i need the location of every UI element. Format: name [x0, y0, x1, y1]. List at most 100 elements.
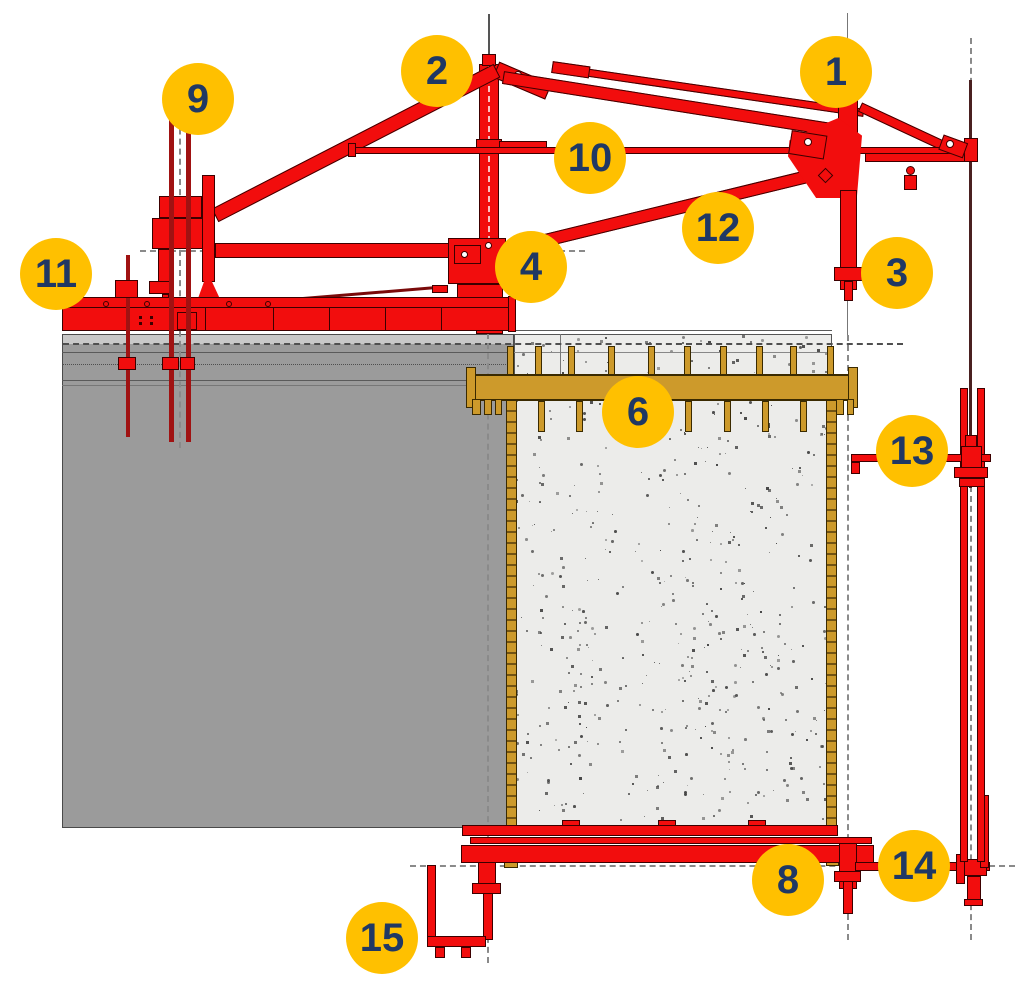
concrete-speckle [656, 786, 659, 789]
concrete-speckle [541, 483, 545, 487]
concrete-speckle [607, 362, 609, 364]
concrete-speckle [698, 707, 701, 710]
concrete-speckle [692, 585, 695, 588]
concrete-speckle [649, 342, 651, 344]
concrete-speckle [766, 769, 769, 772]
concrete-speckle [747, 614, 749, 616]
concrete-speckle [791, 733, 795, 737]
concrete-speckle [712, 411, 715, 414]
concrete-speckle [605, 626, 608, 629]
concrete-speckle [583, 412, 587, 416]
concrete-speckle [734, 664, 738, 668]
concrete-speckle [730, 532, 732, 534]
wall-joint-line [62, 385, 514, 386]
wall-joint-line [62, 352, 514, 353]
concrete-speckle [792, 767, 796, 771]
concrete-speckle [799, 346, 802, 349]
concrete-speckle [741, 598, 744, 601]
concrete-speckle [661, 711, 664, 714]
concrete-speckle [684, 432, 686, 434]
formwork-stud [568, 346, 575, 375]
concrete-speckle [720, 753, 723, 756]
concrete-speckle [592, 522, 594, 524]
concrete-speckle [707, 447, 708, 448]
concrete-speckle [658, 775, 660, 777]
concrete-speckle [609, 551, 612, 554]
concrete-speckle [565, 803, 567, 805]
concrete-speckle [594, 714, 597, 717]
concrete-speckle [669, 507, 671, 509]
concrete-speckle [750, 341, 753, 344]
concrete-speckle [767, 730, 770, 733]
formwork-stud [685, 401, 692, 432]
concrete-speckle [742, 595, 745, 598]
concrete-speckle [706, 671, 709, 674]
concrete-speckle [531, 550, 534, 553]
concrete-speckle [786, 784, 790, 788]
concrete-speckle [539, 501, 541, 503]
concrete-speckle [533, 453, 537, 457]
concrete-speckle [599, 668, 603, 672]
concrete-speckle [554, 805, 556, 807]
concrete-speckle [612, 514, 614, 516]
concrete-speckle [645, 341, 648, 344]
concrete-speckle [555, 739, 558, 742]
concrete-speckle [786, 514, 788, 516]
concrete-speckle [646, 675, 648, 677]
concrete-speckle [604, 681, 607, 684]
concrete-speckle [729, 769, 731, 771]
concrete-speckle [682, 336, 686, 340]
concrete-speckle [781, 533, 785, 537]
concrete-speckle [583, 418, 587, 422]
concrete-speckle [744, 768, 747, 771]
concrete-speckle [774, 436, 776, 438]
concrete-speckle [725, 561, 727, 563]
concrete-speckle [586, 511, 588, 513]
formwork-soldier-right [826, 400, 837, 828]
callout-4-label: 4 [519, 245, 543, 289]
concrete-speckle [564, 623, 567, 626]
wall-joint-line [62, 380, 514, 381]
t-bracket-cap [964, 899, 983, 906]
concrete-speckle [761, 339, 764, 342]
concrete-speckle [795, 731, 797, 733]
concrete-speckle [605, 539, 607, 541]
concrete-speckle [661, 817, 665, 821]
anchor-block [115, 280, 138, 298]
concrete-speckle [567, 437, 570, 440]
concrete-speckle [586, 727, 588, 729]
concrete-speckle [577, 338, 580, 341]
concrete-speckle [684, 793, 688, 797]
callout-14-label: 14 [891, 844, 937, 888]
callout-15: 15 [346, 902, 418, 974]
concrete-speckle [728, 472, 732, 476]
hub-bolt [804, 138, 812, 146]
concrete-speckle [781, 693, 785, 697]
concrete-speckle [769, 552, 771, 554]
concrete-speckle [718, 632, 721, 635]
concrete-speckle [791, 606, 793, 608]
callout-6-label: 6 [626, 390, 650, 434]
concrete-speckle [669, 438, 671, 440]
bottom-level-line [410, 865, 1015, 867]
concrete-speckle [685, 727, 687, 729]
concrete-speckle [638, 543, 640, 545]
concrete-speckle [548, 707, 551, 710]
concrete-speckle [583, 793, 585, 795]
concrete-speckle [795, 686, 799, 690]
centerline-right-wall [847, 335, 849, 940]
concrete-speckle [771, 405, 773, 407]
concrete-speckle [605, 370, 607, 372]
concrete-speckle [538, 631, 541, 634]
callout-8: 8 [752, 844, 824, 916]
concrete-speckle [573, 690, 575, 692]
concrete-speckle [672, 599, 675, 602]
climbing-rail [977, 388, 985, 862]
concrete-speckle [597, 465, 600, 468]
concrete-speckle [695, 729, 697, 731]
concrete-speckle [807, 451, 810, 454]
concrete-speckle [642, 654, 644, 656]
wall-bracket-hook [851, 462, 860, 474]
concrete-speckle [711, 722, 715, 726]
